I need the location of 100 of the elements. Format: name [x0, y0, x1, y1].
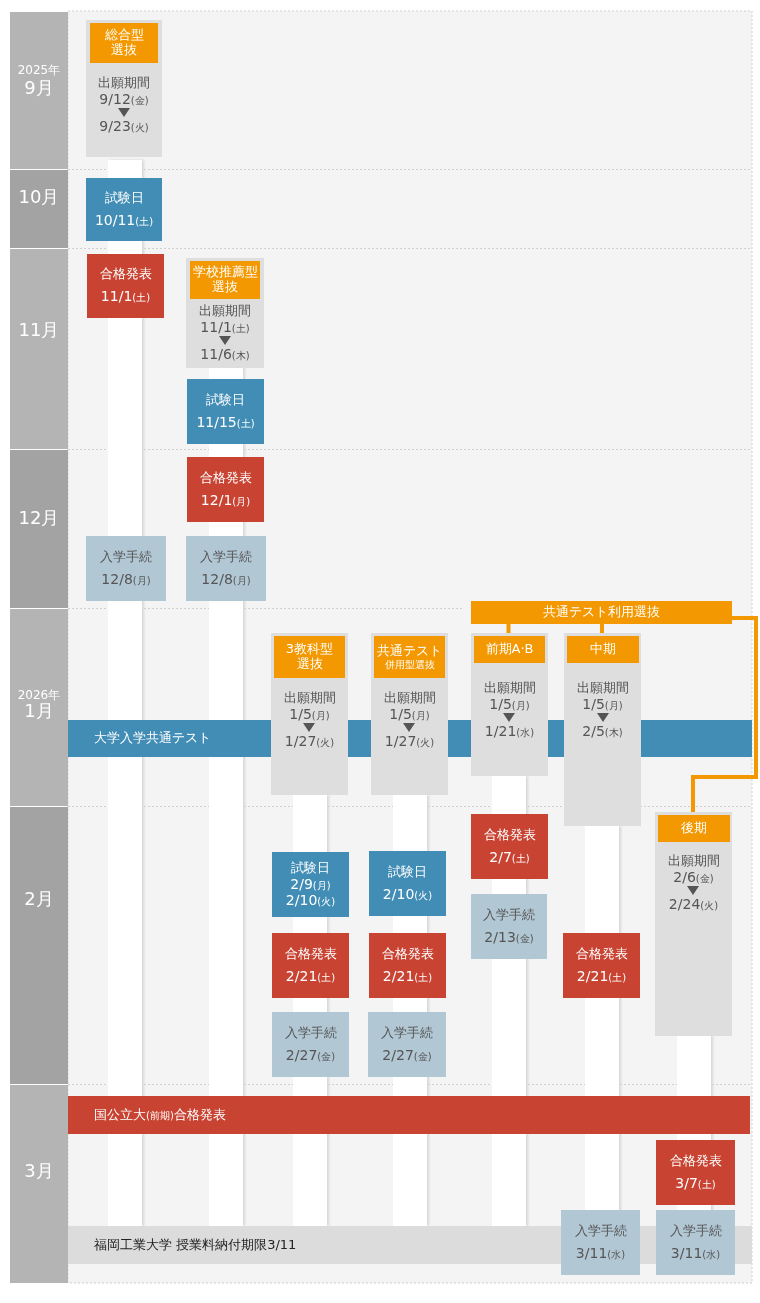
band-text: 福岡工業大学 授業料納付期限3/11 [94, 1237, 297, 1253]
date-text: 2/24(火) [668, 885, 719, 913]
band-text: 大学入学共通テスト [94, 731, 211, 746]
heading-text: 共通テスト [377, 643, 442, 659]
application-period-box [186, 258, 264, 368]
exam-date-box [272, 852, 349, 917]
date-text: 11/1(土) [100, 288, 151, 305]
connector-line [691, 616, 758, 815]
event-label: 試験日 [388, 865, 427, 880]
date-text: 1/5(月) [289, 705, 330, 723]
heading-text: 併用型選抜 [384, 658, 435, 671]
date-text: 12/8(月) [201, 570, 251, 587]
date-text: 1/5(月) [582, 695, 623, 713]
date-text: 12/8(月) [101, 570, 151, 587]
event-label: 試験日 [104, 191, 144, 206]
date-text: 1/21(水) [484, 712, 535, 740]
selection-type-header [567, 636, 639, 663]
period-label: 出願期間 [576, 681, 629, 696]
date-text: 2/27(金) [382, 1046, 432, 1063]
heading-text: 前期A·B [484, 642, 535, 657]
event-label: 試験日 [291, 860, 330, 876]
date-text: 2/9(月) [290, 875, 331, 892]
event-label: 入学手続 [381, 1026, 433, 1041]
heading-text: 総合型選抜 [103, 28, 145, 58]
date-text: 2/6(金) [673, 868, 714, 886]
date-text: 3/11(水) [670, 1244, 721, 1261]
result-announcement-box [187, 457, 264, 522]
date-text: 2/7(土) [489, 848, 530, 865]
date-text: 3/7(土) [675, 1174, 716, 1191]
heading-text: 共通テスト利用選抜 [543, 605, 660, 620]
date-text: 2/27(金) [285, 1046, 336, 1063]
date-text: 2/10(火) [285, 891, 336, 909]
heading-text: 後期 [680, 821, 708, 836]
year-label: 2026年 [16, 687, 62, 703]
month-label: 1月 [23, 700, 54, 723]
event-label: 入学手続 [200, 550, 252, 565]
event-label: 入学手続 [483, 908, 535, 923]
heading-text: 学校推薦型選抜 [192, 265, 258, 295]
heading-text: 3教科型選抜 [284, 642, 335, 672]
month-label: 12月 [17, 506, 61, 530]
band-text: 国公立大(前期)合格発表 [94, 1107, 226, 1123]
event-band [68, 1096, 750, 1134]
application-period-box [564, 633, 641, 826]
enrollment-procedure-box [471, 894, 547, 959]
date-text: 2/21(土) [382, 967, 433, 984]
event-label: 入学手続 [284, 1026, 337, 1041]
date-text: 2/21(土) [576, 967, 627, 984]
date-text: 1/27(火) [284, 722, 335, 750]
heading-text: 中期 [589, 642, 617, 657]
selection-type-header [274, 636, 345, 678]
event-label: 入学手続 [669, 1224, 722, 1239]
event-label: 入学手続 [100, 550, 152, 565]
period-label: 出願期間 [199, 304, 251, 319]
application-period-box [655, 812, 732, 1036]
event-label: 合格発表 [483, 828, 536, 843]
event-label: 入学手続 [574, 1224, 627, 1239]
exam-date-box [187, 379, 264, 444]
application-period-box [371, 633, 448, 795]
exam-date-box [369, 851, 446, 916]
result-announcement-box [87, 254, 164, 318]
month-label: 2月 [23, 887, 55, 911]
enrollment-procedure-box [561, 1210, 640, 1275]
event-label: 試験日 [206, 393, 245, 408]
enrollment-procedure-box [368, 1012, 446, 1077]
selection-type-header [374, 636, 445, 678]
date-text: 1/5(月) [389, 705, 430, 723]
event-label: 合格発表 [669, 1154, 722, 1169]
selection-group-bar [471, 601, 732, 624]
enrollment-procedure-box [656, 1210, 735, 1275]
date-text: 2/13(金) [484, 928, 534, 945]
period-label: 出願期間 [667, 854, 720, 869]
result-announcement-box [272, 933, 349, 998]
event-label: 合格発表 [99, 267, 152, 283]
event-label: 合格発表 [199, 471, 252, 486]
date-text: 11/1(土) [200, 318, 250, 336]
year-label: 2025年 [16, 62, 62, 79]
selection-type-header [474, 636, 545, 663]
enrollment-procedure-box [186, 536, 266, 601]
month-label: 11月 [17, 318, 61, 342]
month-label: 10月 [17, 185, 61, 209]
application-period-box [86, 20, 162, 157]
result-announcement-box [369, 933, 446, 998]
month-label: 3月 [23, 1159, 55, 1183]
application-period-box [471, 633, 548, 776]
event-label: 合格発表 [575, 947, 628, 962]
date-text: 12/1(月) [200, 491, 251, 508]
date-text: 11/6(木) [200, 335, 250, 363]
date-text: 2/21(土) [285, 967, 336, 984]
date-text: 1/5(月) [489, 695, 530, 713]
enrollment-procedure-box [86, 536, 166, 601]
selection-type-header [658, 815, 730, 842]
event-label: 合格発表 [284, 947, 337, 962]
date-text: 11/15(土) [196, 413, 255, 430]
date-text: 9/23(火) [99, 107, 149, 135]
month-label: 9月 [23, 76, 55, 100]
date-text: 9/12(金) [99, 90, 149, 108]
result-announcement-box [563, 933, 640, 998]
date-text: 2/10(火) [382, 885, 433, 902]
enrollment-procedure-box [272, 1012, 349, 1077]
period-label: 出願期間 [98, 76, 150, 91]
